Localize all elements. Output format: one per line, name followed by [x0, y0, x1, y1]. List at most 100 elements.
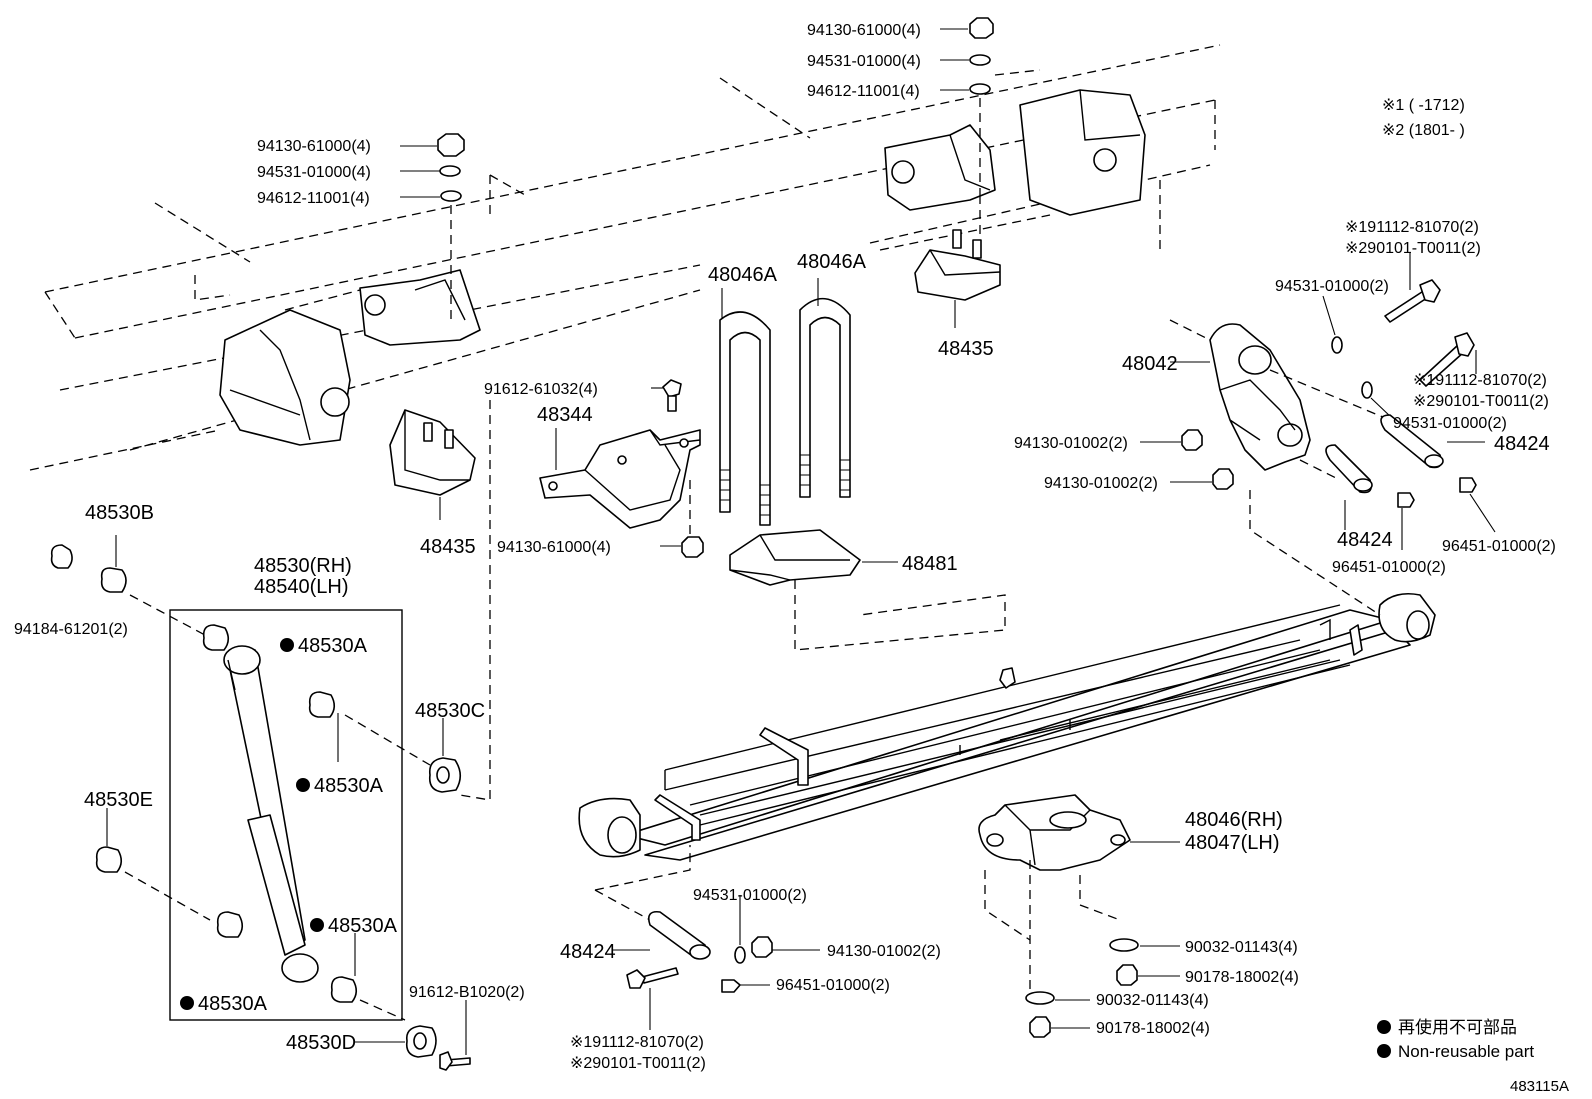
- label-lockwasher-shackle-top: 94531-01000(2): [1275, 278, 1389, 295]
- spring-bracket: [978, 794, 1180, 1038]
- non-reusable-dot-icon: [1377, 1020, 1391, 1034]
- label-pin-front: 48424: [560, 941, 616, 963]
- label-nut-absorber-top: 94184-61201(2): [14, 621, 128, 638]
- label-nut-bracket-1: 90178-18002(4): [1185, 969, 1299, 986]
- label-washer-frame-left: 94612-11001(4): [257, 190, 370, 207]
- bolt-icon: [662, 379, 682, 398]
- label-nut-shackle-1: 94130-01002(2): [1014, 435, 1128, 452]
- u-bolt-left: [719, 288, 771, 526]
- label-bumper-left: 48435: [420, 536, 476, 558]
- lock-washer-icon: [734, 946, 746, 964]
- label-washer-bracket-1: 90032-01143(4): [1185, 939, 1298, 956]
- label-bolt-shackle-n1-mid: ※191112-81070(2): [1413, 372, 1547, 389]
- label-bushing-d: 48530D: [286, 1032, 356, 1054]
- label-fitting-shackle-left: 96451-01000(2): [1332, 559, 1446, 576]
- label-lockwasher-frame-left: 94531-01000(4): [257, 164, 371, 181]
- frame-rail: [29, 44, 1221, 471]
- bushing-icon: [308, 691, 336, 718]
- spring-shackle: [1159, 180, 1391, 616]
- label-nut-bracket-2: 90178-18002(4): [1096, 1020, 1210, 1037]
- label-bushing-a3: 48530A: [328, 915, 398, 937]
- label-bushing-a4: 48530A: [198, 993, 268, 1015]
- frame-hanger-right: [884, 89, 1146, 216]
- shock-absorber-group: [169, 609, 403, 1021]
- grease-fitting-icon: [1459, 477, 1477, 493]
- spring-spacer: [729, 529, 1006, 651]
- label-bracket-lh: 48047(LH): [1185, 832, 1280, 854]
- grease-fitting-icon: [1397, 492, 1415, 508]
- nut-icon: [1029, 1016, 1051, 1038]
- nut-icon: [1181, 429, 1203, 451]
- bushings: [50, 535, 471, 1071]
- lock-washer-icon: [969, 54, 991, 66]
- legend: 再使用不可部品 Non-reusable part: [1377, 1017, 1534, 1061]
- nut-icon: [1212, 468, 1234, 490]
- label-washer-bracket-2: 90032-01143(4): [1096, 992, 1209, 1009]
- label-ubolt-left: 48046A: [708, 264, 778, 286]
- bushing-icon: [100, 567, 127, 593]
- label-nut-frame-left: 94130-61000(4): [257, 138, 371, 155]
- label-pin-shackle-right: 48424: [1494, 433, 1550, 455]
- u-bolt-right: [799, 278, 851, 498]
- note-1: ※1 ( -1712): [1382, 97, 1465, 114]
- label-absorber-lh: 48540(LH): [254, 576, 349, 598]
- bump-stopper-left: [389, 409, 476, 520]
- nut-icon: [751, 936, 773, 958]
- label-bolt-front-n1: ※191112-81070(2): [570, 1034, 704, 1051]
- label-nut-front: 94130-01002(2): [827, 943, 941, 960]
- fastener-stack-left: [400, 133, 465, 325]
- label-fitting-front: 96451-01000(2): [776, 977, 890, 994]
- label-bolt-shackle-n2-mid: ※290101-T0011(2): [1413, 393, 1549, 410]
- label-pin-shackle-left: 48424: [1337, 529, 1393, 551]
- bushing-icon: [330, 976, 358, 1003]
- label-bushing-c: 48530C: [415, 700, 485, 722]
- legend-jp: 再使用不可部品: [1398, 1017, 1517, 1037]
- fastener-stack-right: [940, 17, 994, 240]
- washer-icon: [440, 190, 462, 202]
- label-nut-frame-right: 94130-61000(4): [807, 22, 921, 39]
- label-nut-seat: 94130-61000(4): [497, 539, 611, 556]
- label-bolt-seat: 91612-61032(4): [484, 381, 598, 398]
- label-bumper-right: 48435: [938, 338, 994, 360]
- spring-seat: [459, 379, 704, 801]
- label-bushing-e: 48530E: [84, 789, 153, 811]
- shackle-pins: [1325, 414, 1496, 550]
- bolt-icon: [641, 967, 679, 984]
- nut-icon: [1116, 964, 1138, 986]
- leaf-spring: [578, 592, 1436, 861]
- label-bracket-rh: 48046(RH): [1185, 809, 1283, 831]
- label-washer-frame-right: 94612-11001(4): [807, 83, 920, 100]
- front-pin-group: [594, 845, 820, 1030]
- washer-icon: [969, 83, 991, 95]
- lock-washer-icon: [1361, 381, 1373, 399]
- label-bushing-a1: 48530A: [298, 635, 368, 657]
- label-shackle: 48042: [1122, 353, 1178, 375]
- label-lockwasher-frame-right: 94531-01000(4): [807, 53, 921, 70]
- frame-hanger-left: [219, 269, 481, 446]
- label-spacer: 48481: [902, 553, 958, 575]
- label-bolt-shackle-n1-top: ※191112-81070(2): [1345, 219, 1479, 236]
- label-ubolt-right: 48046A: [797, 251, 867, 273]
- callout-labels: 94130-61000(4) 94531-01000(4) 94612-1100…: [14, 22, 1556, 1072]
- nut-icon: [681, 536, 704, 558]
- lock-washer-icon: [439, 165, 461, 177]
- grease-fitting-icon: [721, 979, 741, 993]
- note-2: ※2 (1801- ): [1382, 122, 1465, 139]
- label-nut-shackle-2: 94130-01002(2): [1044, 475, 1158, 492]
- non-reusable-dot-icon: [1377, 1044, 1391, 1058]
- label-bushing-a2: 48530A: [314, 775, 384, 797]
- nut-icon: [969, 17, 994, 39]
- bushing-icon: [216, 911, 244, 938]
- diagram-id: 483115A: [1510, 1078, 1569, 1095]
- washer-icon: [1109, 938, 1139, 952]
- bump-stopper-right: [914, 229, 1001, 328]
- bushing-icon: [95, 846, 123, 873]
- label-seat: 48344: [537, 404, 593, 426]
- label-absorber-rh: 48530(RH): [254, 555, 352, 577]
- label-bolt-absorber-bottom: 91612-B1020(2): [409, 984, 525, 1001]
- label-fitting-shackle-right: 96451-01000(2): [1442, 538, 1556, 555]
- legend-en: Non-reusable part: [1398, 1042, 1534, 1061]
- label-lockwasher-shackle-mid: 94531-01000(2): [1393, 415, 1507, 432]
- lock-washer-icon: [1331, 336, 1343, 354]
